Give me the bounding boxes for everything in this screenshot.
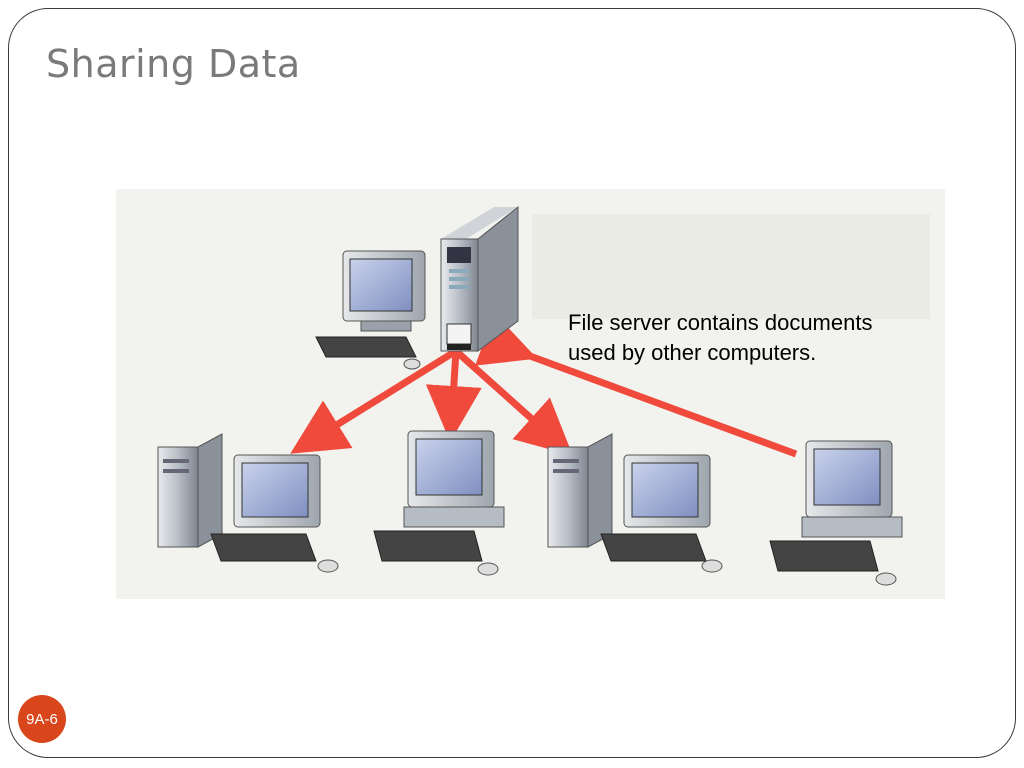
arrow-to-pc2 — [425, 350, 482, 442]
arrow-from-pc4 — [475, 313, 798, 458]
computer-icon-4 — [769, 440, 903, 586]
connection-arrows — [290, 313, 798, 458]
page-number-badge: 9A-6 — [18, 695, 66, 743]
computer-icon-1 — [157, 433, 339, 573]
caption-backdrop — [532, 214, 930, 319]
computer-icon-top — [315, 250, 426, 370]
network-diagram: File server contains documents used by o… — [116, 189, 945, 599]
arrow-to-pc1 — [290, 348, 458, 454]
page-title: Sharing Data — [46, 42, 301, 86]
caption-line-2: used by other computers. — [568, 340, 817, 365]
computer-icon-3 — [547, 433, 723, 573]
file-server-icon — [440, 205, 519, 352]
network-diagram-svg — [157, 205, 930, 586]
computer-icon-2 — [373, 430, 505, 576]
diagram-caption: File server contains documents used by o… — [568, 308, 938, 368]
caption-line-1: File server contains documents — [568, 310, 873, 335]
arrow-to-pc3 — [453, 348, 573, 456]
